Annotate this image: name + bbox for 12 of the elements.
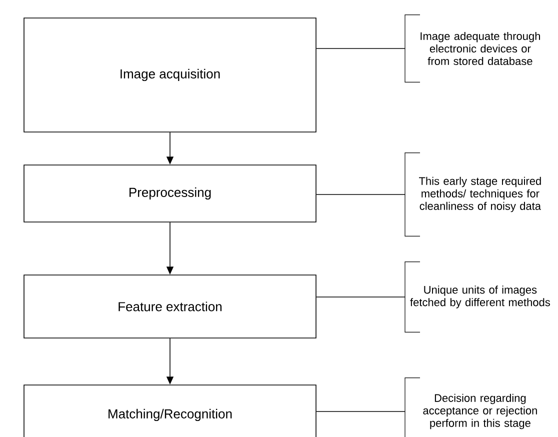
process-box: Matching/Recognition — [24, 384, 316, 437]
connector-line — [316, 194, 406, 195]
connector-line — [316, 411, 406, 412]
note-bracket: Image adequate through electronic devices or from stored database — [404, 14, 540, 82]
process-box: Image acquisition — [24, 18, 316, 132]
note-bracket: This early stage required methods/ techniques for cleanliness of noisy data — [404, 152, 541, 236]
connector-line — [316, 296, 406, 298]
process-box: Preprocessing — [24, 164, 316, 222]
process-box: Feature extraction — [24, 274, 316, 338]
note-bracket: Decision regarding acceptance or rejection perform in this stage — [404, 377, 537, 437]
connector-line — [316, 48, 406, 49]
note-bracket: Unique units of images fetched by different methods — [404, 262, 550, 332]
